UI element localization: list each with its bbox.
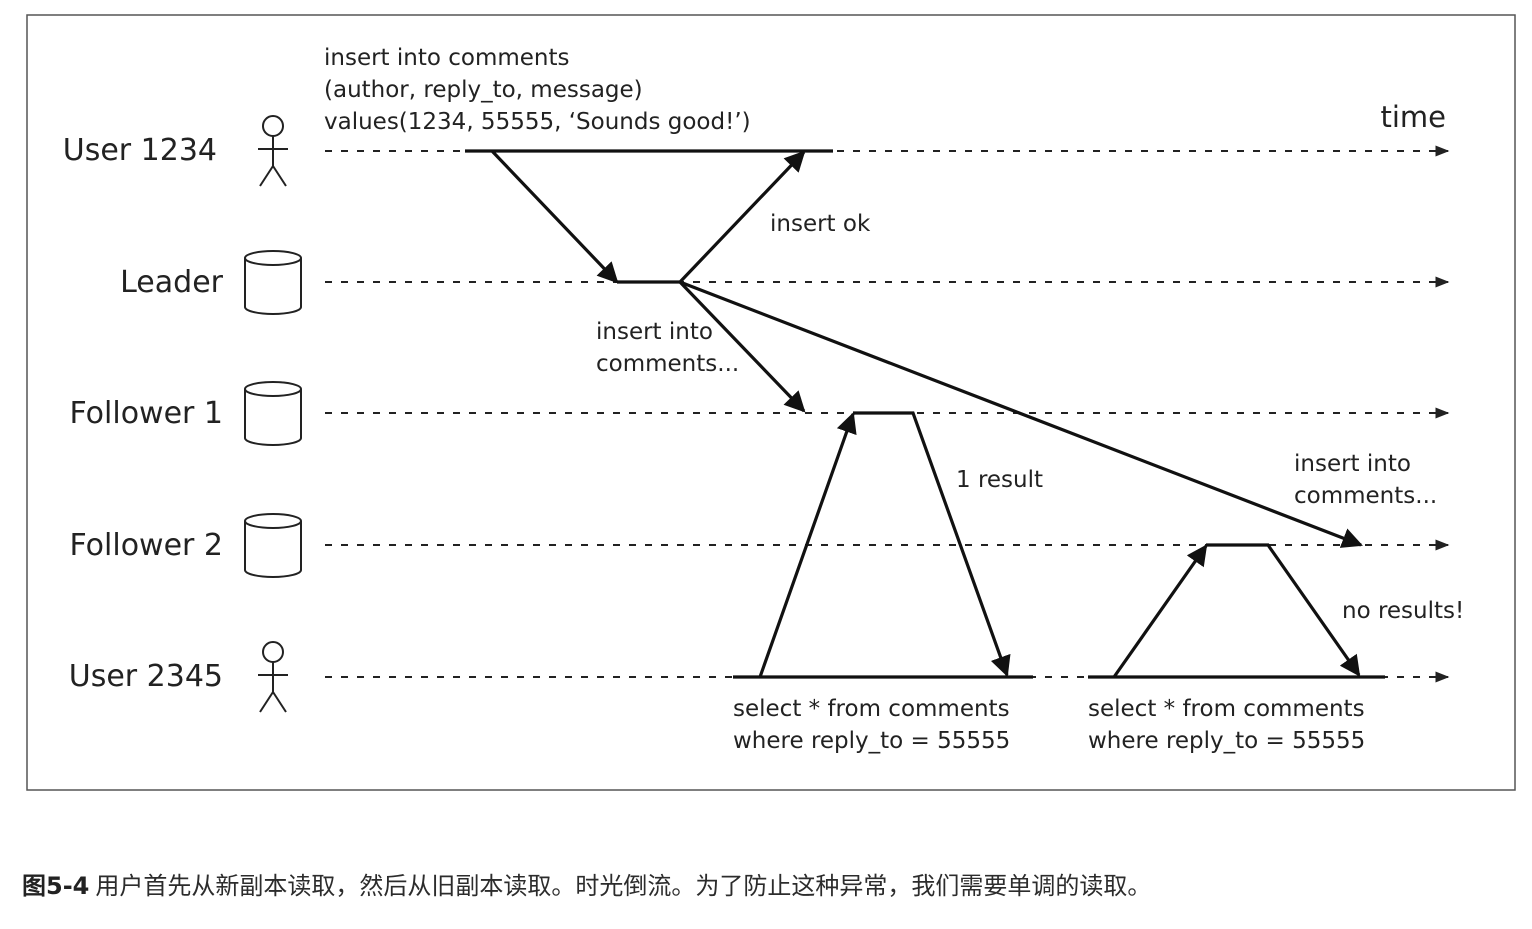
no-results-arrow (1206, 543, 1361, 677)
replicate-follower-1-label: insert into comments... (596, 319, 739, 377)
figure-number: 图5-4 (22, 872, 90, 900)
replicate-to-follower-1-arrow (678, 280, 806, 413)
insert-request-arrow (465, 149, 833, 282)
replicate-follower-2-label: insert into comments... (1294, 451, 1437, 509)
no-results-label: no results! (1342, 598, 1464, 624)
node-label-follower-2: Follower 2 (69, 528, 223, 563)
insert-request-label: insert into comments (author, reply_to, … (324, 45, 751, 135)
query-follower-2-arrow (1088, 546, 1385, 679)
user-1234-icon (258, 115, 288, 187)
leader-database-icon (244, 250, 302, 315)
user-2345-icon (258, 641, 288, 713)
query-follower-1-label: select * from comments where reply_to = … (733, 696, 1017, 754)
replicate-to-follower-2-arrow (679, 280, 1363, 548)
node-label-follower-1: Follower 1 (69, 396, 223, 431)
caption-text: 用户首先从新副本读取，然后从旧副本读取。时光倒流。为了防止这种异常，我们需要单调… (95, 872, 1152, 900)
follower-2-database-icon (244, 513, 302, 578)
time-axis-label: time (1380, 100, 1446, 134)
node-label-leader: Leader (120, 265, 224, 300)
query-follower-2-label: select * from comments where reply_to = … (1088, 696, 1372, 754)
follower-1-database-icon (244, 381, 302, 446)
node-label-user-2345: User 2345 (69, 659, 223, 694)
diagram-frame (26, 14, 1516, 791)
query-follower-1-arrow (733, 414, 1033, 679)
insert-ok-label: insert ok (770, 211, 871, 237)
node-label-user-1234: User 1234 (63, 133, 217, 168)
one-result-label: 1 result (956, 467, 1043, 493)
replication-lag-diagram: User 1234 Leader Follower 1 Follower 2 U… (26, 14, 1516, 791)
one-result-arrow (853, 411, 1011, 677)
